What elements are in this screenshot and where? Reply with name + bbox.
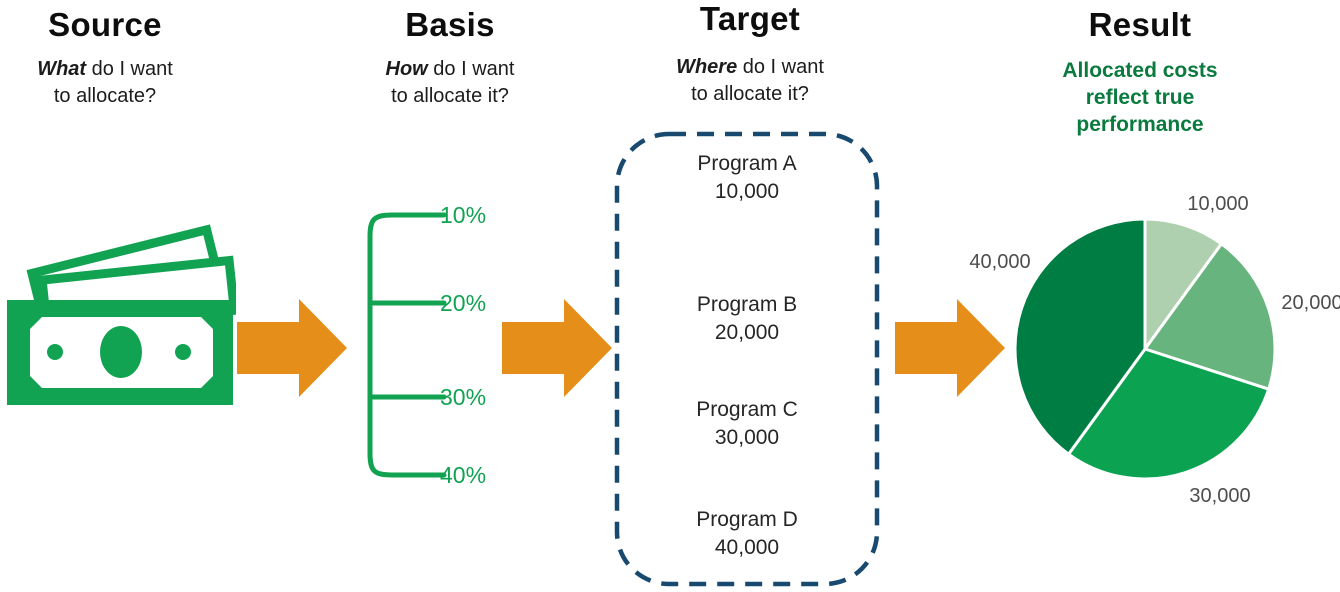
arrow-source-to-basis-icon xyxy=(237,299,347,397)
program-name: Program C xyxy=(696,398,798,421)
money-bills-icon xyxy=(7,224,236,405)
basis-title: Basis xyxy=(405,6,495,43)
program-item-c: Program C 30,000 xyxy=(614,396,880,452)
program-name: Program B xyxy=(696,293,798,316)
result-subtitle-line3: performance xyxy=(1076,113,1204,136)
percentage-bracket-icon xyxy=(367,212,447,478)
source-question-emphasis: What xyxy=(37,58,87,80)
result-subtitle: Allocated costs reflect true performance xyxy=(1030,57,1250,138)
basis-question-rest: do I want xyxy=(433,58,515,80)
target-dashed-box xyxy=(614,131,880,587)
basis-question: How do I want to allocate it? xyxy=(355,56,545,110)
program-value: 10,000 xyxy=(714,180,780,203)
pie-label-40000: 40,000 xyxy=(969,251,1031,273)
basis-question-emphasis: How xyxy=(385,58,428,80)
basis-percentage-1: 10% xyxy=(440,202,487,228)
arrow-target-to-result-icon xyxy=(895,299,1005,397)
target-question-emphasis: Where xyxy=(676,56,738,78)
basis-percentage-3: 30% xyxy=(440,384,487,410)
pie-chart xyxy=(1013,217,1277,481)
pie-slice xyxy=(1067,347,1271,481)
target-question-line2: to allocate it? xyxy=(691,83,809,105)
program-value: 40,000 xyxy=(714,536,780,559)
basis-question-line2: to allocate it? xyxy=(391,85,509,107)
target-question-rest: do I want xyxy=(742,56,824,78)
program-name: Program A xyxy=(697,152,797,175)
pie-label-30000: 30,000 xyxy=(1189,485,1251,507)
result-subtitle-line2: reflect true xyxy=(1085,86,1195,109)
target-title: Target xyxy=(699,0,801,37)
pie-label-10000: 10,000 xyxy=(1187,193,1249,215)
result-subtitle-line1: Allocated costs xyxy=(1062,59,1218,82)
pie-label-20000: 20,000 xyxy=(1281,292,1340,314)
pie-slice xyxy=(1143,217,1223,351)
basis-percentage-4: 40% xyxy=(440,462,487,488)
program-value: 20,000 xyxy=(714,321,780,344)
pie-slice xyxy=(1143,242,1277,391)
source-title: Source xyxy=(48,6,162,43)
pie-slice xyxy=(1013,217,1147,456)
program-item-a: Program A 10,000 xyxy=(614,150,880,206)
program-item-b: Program B 20,000 xyxy=(614,291,880,347)
basis-percentage-2: 20% xyxy=(440,290,487,316)
arrow-basis-to-target-icon xyxy=(502,299,612,397)
source-question-line2: to allocate? xyxy=(53,85,157,107)
source-question: What do I want to allocate? xyxy=(10,56,200,110)
program-name: Program D xyxy=(696,508,798,531)
target-question: Where do I want to allocate it? xyxy=(652,54,848,108)
program-value: 30,000 xyxy=(714,426,780,449)
source-question-rest: do I want xyxy=(91,58,173,80)
result-title: Result xyxy=(1088,6,1192,43)
program-item-d: Program D 40,000 xyxy=(614,506,880,562)
